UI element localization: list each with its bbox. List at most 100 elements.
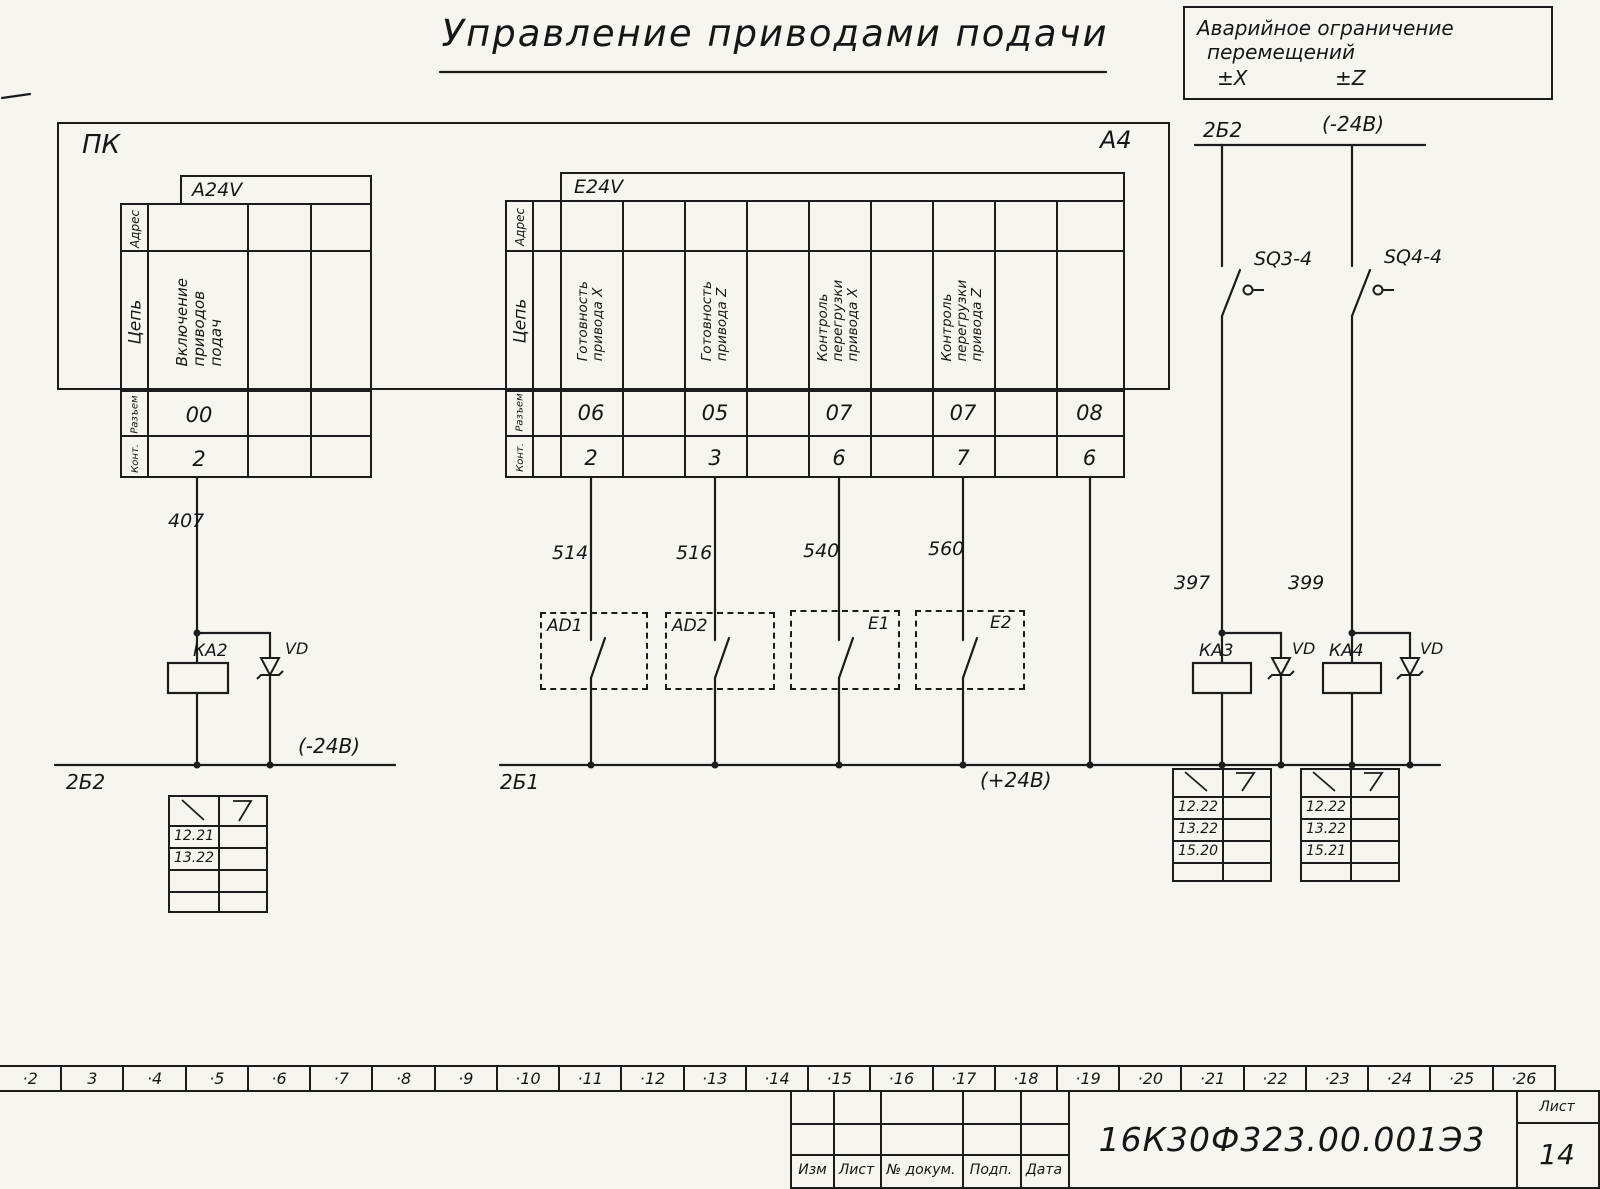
divider — [170, 847, 266, 849]
ruler-cell: ·11 — [560, 1067, 623, 1090]
xref-row: 13.22 — [173, 850, 215, 866]
signal-line: привода X — [845, 288, 862, 362]
e24v-contact-number: 3 — [708, 445, 722, 470]
wire-number-399: 399 — [1288, 572, 1325, 594]
signal-line: привода Z — [714, 287, 731, 362]
divider — [994, 202, 996, 476]
bus-2b1-label: 2Б1 — [500, 770, 540, 794]
contact-block-ad2 — [665, 612, 775, 690]
divider — [1302, 818, 1398, 820]
row-label-contact: Конт. — [507, 435, 534, 480]
a24v-header: A24V — [180, 175, 372, 205]
diode-vd-label: VD — [1420, 639, 1444, 658]
xref-table-ka4: 12.22 13.22 15.21 — [1300, 768, 1400, 882]
row-label-address: Адрес — [122, 205, 149, 252]
ruler-cell: ·4 — [124, 1067, 187, 1090]
row-label-text: Разъем — [130, 395, 141, 434]
signal-line: привода X — [590, 287, 607, 362]
switch-sq4-label: SQ4-4 — [1384, 246, 1443, 268]
ruler-cell: ·18 — [996, 1067, 1058, 1090]
row-label-circuit: Цепь — [122, 252, 149, 392]
ruler-cell: ·24 — [1369, 1067, 1432, 1090]
signal-line: привода Z — [969, 288, 986, 362]
emergency-line1: Аварийное ограничение — [1197, 16, 1454, 40]
signal-line: приводов — [189, 290, 208, 367]
contact-block-label: E1 — [868, 614, 890, 634]
bus-2b2-voltage: (-24В) — [298, 734, 360, 758]
ruler-cell: ·20 — [1120, 1067, 1183, 1090]
contact-block-label: AD2 — [672, 616, 708, 636]
wire-number-516: 516 — [676, 542, 713, 564]
divider — [1174, 840, 1270, 842]
ruler-cell: ·19 — [1058, 1067, 1121, 1090]
divider — [833, 1092, 835, 1187]
divider — [1174, 862, 1270, 864]
e24v-contact-number: 6 — [1082, 445, 1097, 470]
divider — [147, 205, 149, 476]
divider — [1020, 1092, 1022, 1187]
divider — [1056, 202, 1058, 476]
a24v-contact-number: 2 — [192, 446, 206, 471]
ruler-cell: ·17 — [934, 1067, 996, 1090]
row-label-text: Конт. — [515, 443, 527, 472]
emergency-line2: перемещений — [1207, 40, 1355, 64]
divider — [746, 202, 748, 476]
contact-block-ad1 — [540, 612, 648, 690]
ruler-cell: ·22 — [1245, 1067, 1307, 1090]
divider — [792, 1123, 1070, 1125]
ruler-cell: ·7 — [311, 1067, 374, 1090]
contact-block-label: E2 — [990, 613, 1012, 633]
divider — [1174, 818, 1270, 820]
wire-number-514: 514 — [552, 542, 589, 564]
ruler-cell: ·14 — [747, 1067, 810, 1090]
e24v-header: E24V — [560, 172, 1125, 202]
e24v-signal-name: Контроль перегрузки привода X — [808, 252, 870, 390]
divider — [870, 202, 872, 476]
titleblock-col-podp: Подп. — [969, 1162, 1013, 1178]
divider — [932, 202, 934, 476]
divider — [1350, 770, 1352, 880]
row-label-text: Разъем — [515, 393, 526, 432]
contact-block-e1 — [790, 610, 900, 690]
ruler-cell: ·23 — [1307, 1067, 1370, 1090]
divider — [170, 825, 266, 827]
e24v-signal-name: Готовность привода X — [560, 252, 622, 390]
divider — [1302, 796, 1398, 798]
titleblock-col-data: Дата — [1025, 1162, 1063, 1178]
diode-vd-label: VD — [1292, 639, 1316, 658]
emergency-axis-z: ±Z — [1335, 66, 1366, 90]
divider — [122, 250, 370, 252]
document-number: 16К30Ф323.00.001Э3 — [1098, 1119, 1486, 1159]
xref-row: 12.21 — [173, 828, 215, 844]
divider — [560, 202, 562, 476]
emergency-limits-box: Аварийное ограничение перемещений ±X ±Z — [1183, 6, 1553, 100]
a24v-connector-number: 00 — [185, 402, 213, 427]
signal-line: Включение — [172, 277, 191, 367]
divider — [1516, 1122, 1600, 1124]
titleblock-col-list: Лист — [838, 1162, 875, 1178]
zone-ruler: ·2 3 ·4 ·5 ·6 ·7 ·8 ·9 ·10 ·11 ·12 ·13 ·… — [0, 1065, 1556, 1092]
sheet-label: Лист — [1539, 1099, 1575, 1115]
e24v-signal-name: Готовность привода Z — [684, 252, 746, 390]
ruler-cell: ·16 — [871, 1067, 934, 1090]
signal-line: перегрузки — [954, 280, 971, 362]
row-label-circuit: Цепь — [507, 252, 534, 390]
ruler-cell: ·6 — [249, 1067, 312, 1090]
ruler-cell: ·2 — [0, 1067, 63, 1090]
title-block: Изм Лист № докум. Подп. Дата 16К30Ф323.0… — [790, 1090, 1600, 1189]
e24v-connector-table: Адрес Цепь Разъем Конт. Готовность приво… — [505, 200, 1125, 478]
xref-row: 13.22 — [1177, 821, 1219, 837]
row-label-text: Цепь — [125, 299, 146, 345]
divider — [1516, 1092, 1518, 1187]
bus-top-label: 2Б2 — [1203, 118, 1243, 142]
divider — [507, 250, 1123, 252]
divider — [507, 390, 1123, 392]
signal-line: Контроль — [815, 293, 832, 362]
bus-2b1-voltage: (+24В) — [980, 768, 1052, 792]
ruler-cell: ·21 — [1182, 1067, 1245, 1090]
xref-row — [170, 891, 218, 913]
divider — [1302, 862, 1398, 864]
row-label-text: Конт. — [130, 444, 142, 473]
e24v-contact-number: 6 — [832, 445, 846, 470]
a24v-signal-name: Включение приводов подач — [149, 252, 249, 392]
